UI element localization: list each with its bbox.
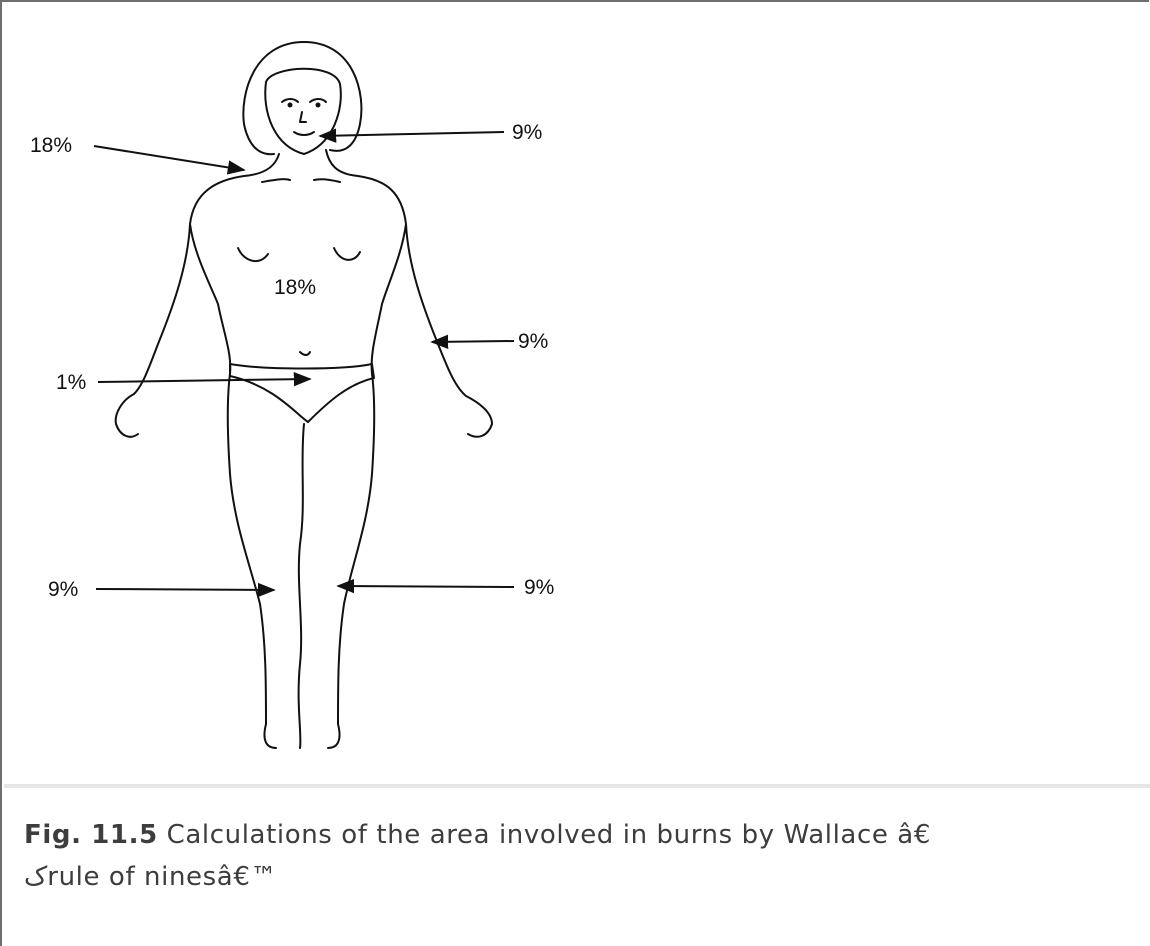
caption-divider bbox=[4, 784, 1150, 788]
caption-text: Calculations of the area involved in bur… bbox=[158, 820, 931, 850]
label-trunk: 18% bbox=[274, 276, 316, 299]
hair-outline bbox=[243, 42, 361, 154]
breast-right bbox=[334, 248, 360, 260]
breast-left bbox=[238, 248, 268, 261]
nose bbox=[300, 112, 306, 122]
label-leg-right: 9% bbox=[524, 576, 554, 599]
leg-gap bbox=[299, 424, 304, 748]
eye-left bbox=[282, 99, 298, 102]
eye-right bbox=[310, 99, 326, 102]
navel bbox=[300, 352, 310, 355]
mouth bbox=[294, 132, 314, 135]
label-leg-left: 9% bbox=[48, 578, 78, 601]
label-head-right: 9% bbox=[512, 121, 542, 144]
brief-outline bbox=[230, 364, 374, 422]
clavicle-right bbox=[314, 179, 340, 182]
body-outline-left bbox=[116, 154, 279, 748]
body-diagram: 18% 9% 18% 9% 1% 9% 9% bbox=[4, 4, 1150, 784]
clavicle-left bbox=[262, 179, 290, 182]
figure-number: Fig. 11.5 bbox=[24, 820, 158, 850]
label-arm-right: 9% bbox=[518, 330, 548, 353]
caption-text-line2: rule of ninesâ€™ bbox=[47, 862, 277, 892]
figure-caption: Fig. 11.5 Calculations of the area invol… bbox=[24, 814, 1124, 898]
face-outline bbox=[265, 69, 341, 154]
label-perineum: 1% bbox=[56, 371, 86, 394]
label-neck-left: 18% bbox=[30, 134, 72, 157]
caption-glyph: ک bbox=[24, 862, 47, 892]
body-outline-right bbox=[326, 150, 492, 748]
